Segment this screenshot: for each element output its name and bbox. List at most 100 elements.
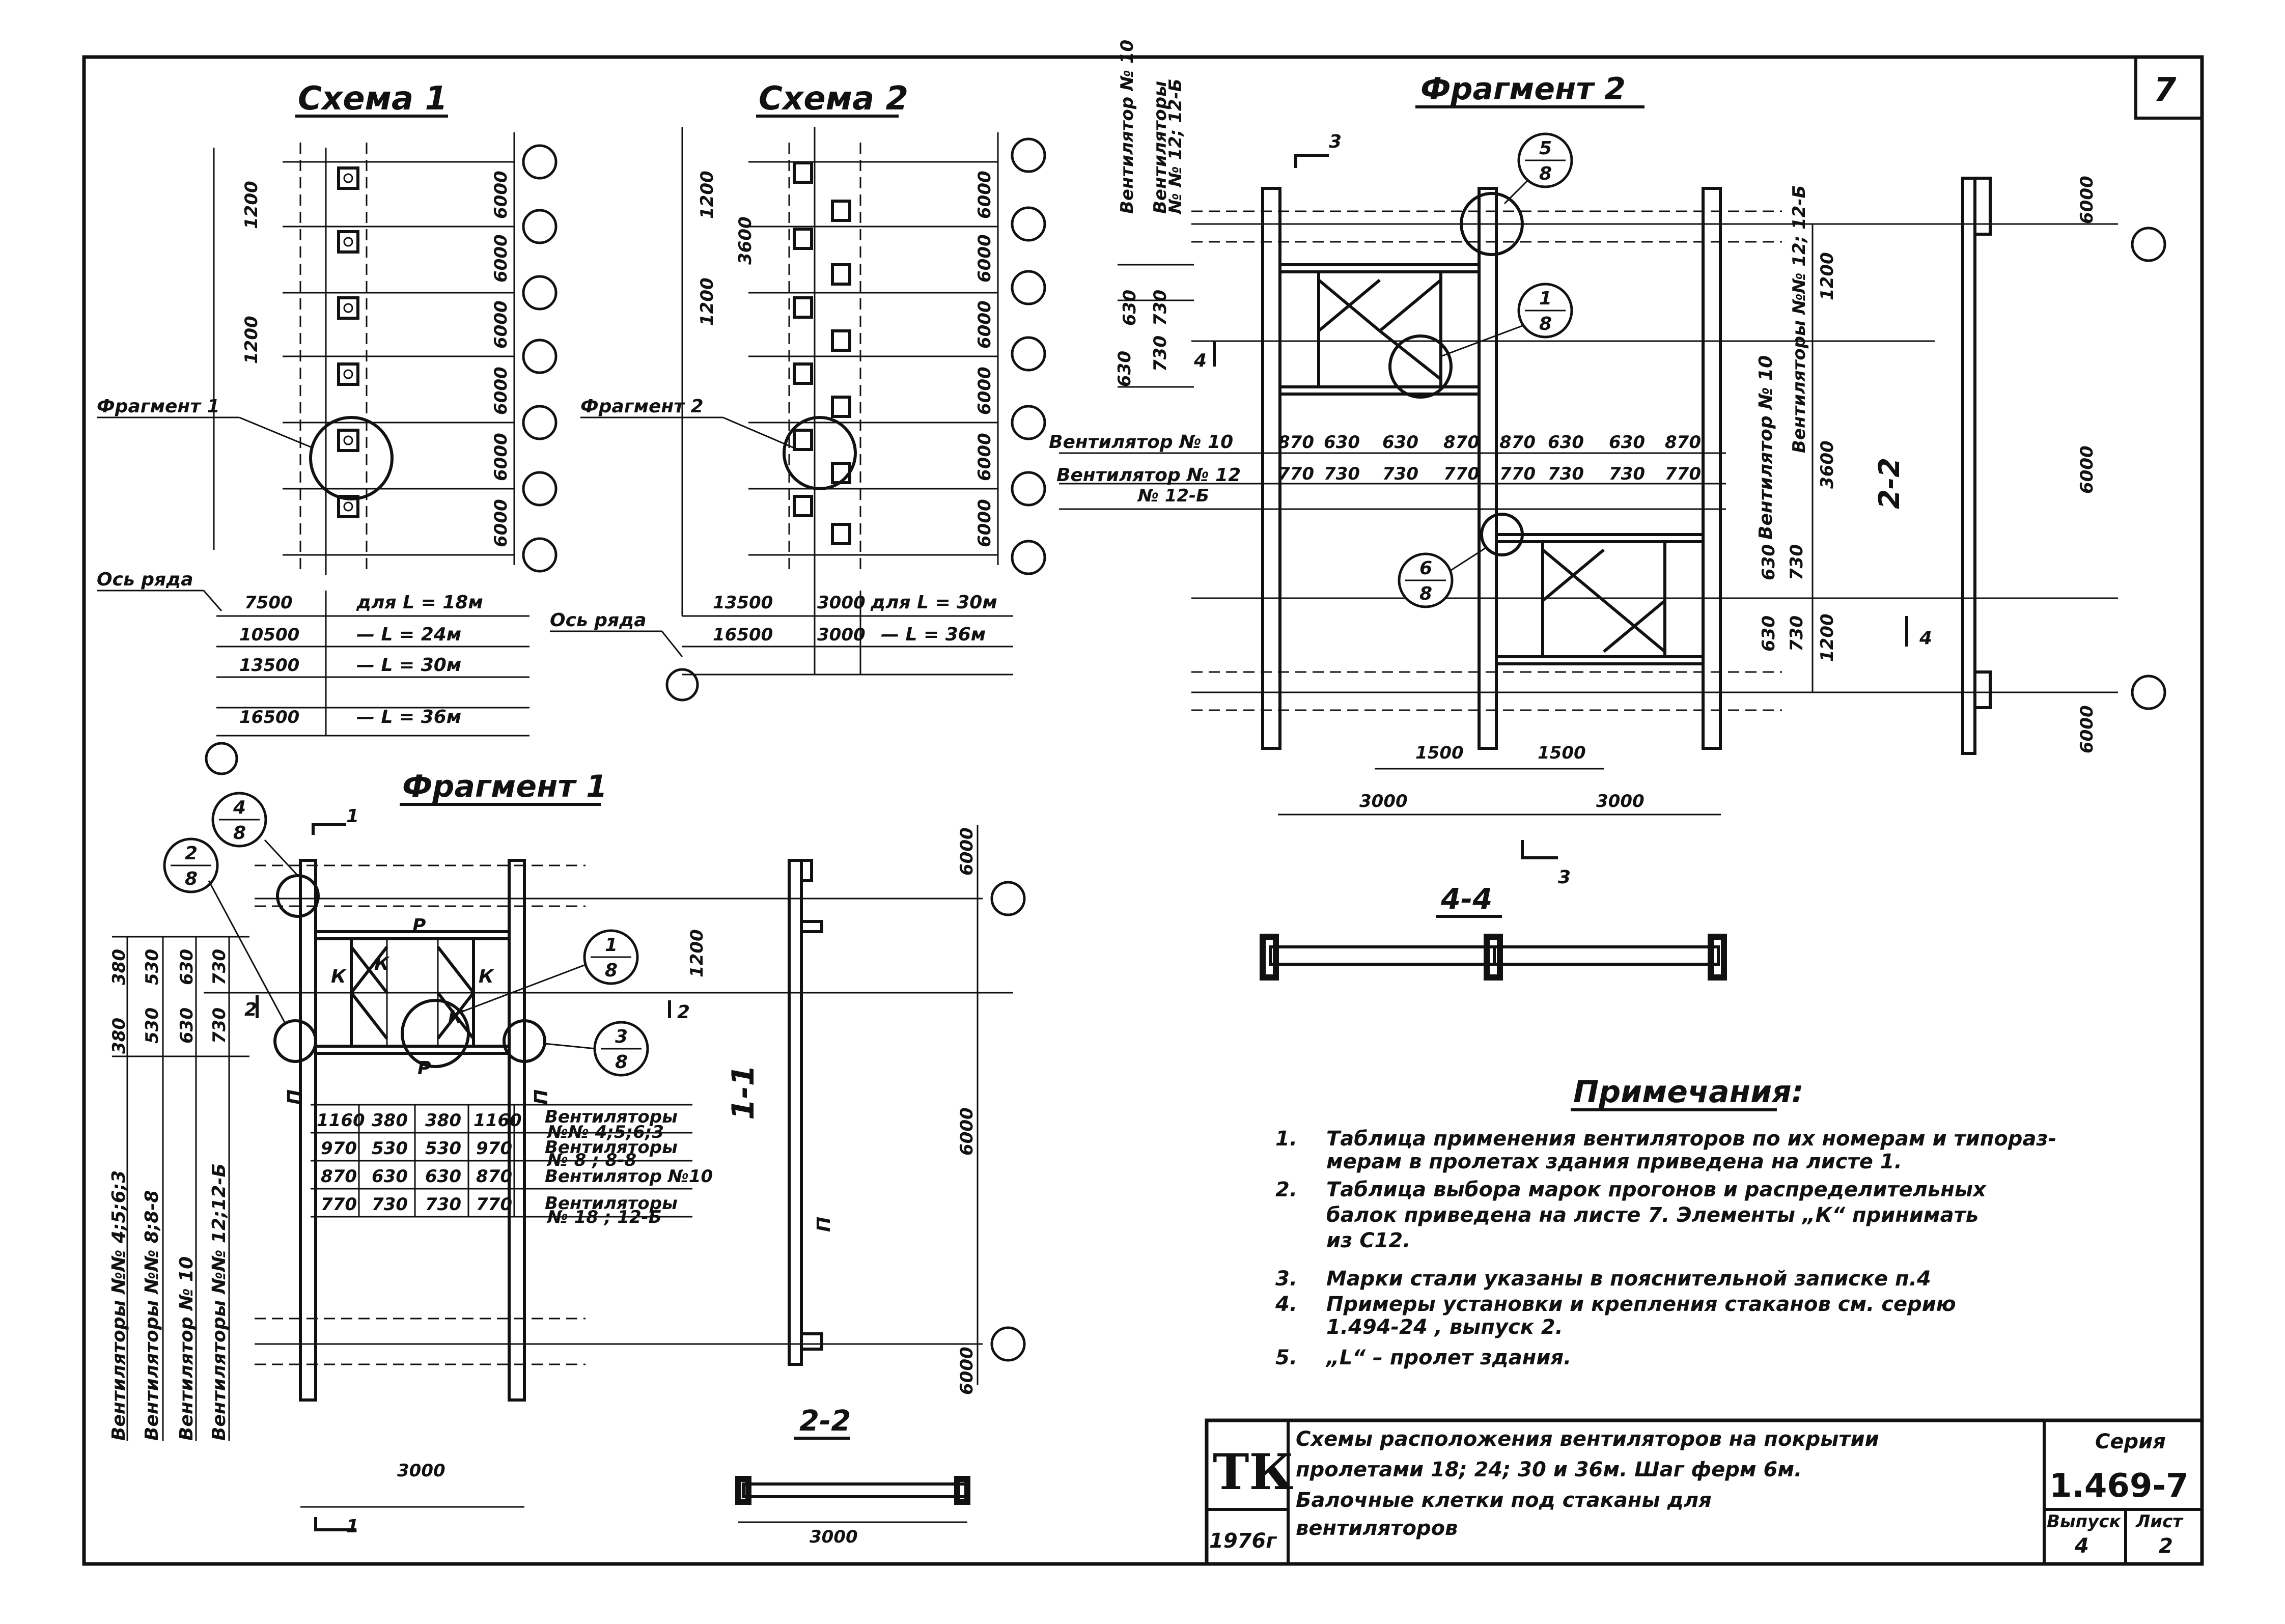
table-cell: 770: [1278, 464, 1314, 484]
callout-6-8: 6 8: [1398, 552, 1454, 608]
table-cell: 630: [1324, 432, 1360, 453]
fragment-2-title: Фрагмент 2: [1420, 71, 1626, 107]
section-mark: 2: [244, 999, 257, 1020]
fragment-1-left-dims: 380 380 530 530 630 630 730 730 Вентилят…: [108, 936, 249, 1441]
table-cell: 970: [476, 1138, 512, 1159]
row-label-sub: № 12-Б: [1137, 486, 1209, 506]
dim-label: 6000: [491, 300, 511, 349]
dim-label: 6000: [974, 234, 995, 283]
table-row-sub: № 18 ; 12-Б: [546, 1207, 662, 1227]
scheme-2-span-table: 13500 3000 для L = 30м 16500 3000 — L = …: [682, 591, 1013, 676]
section-mark: 4: [1193, 350, 1207, 371]
scheme-1-span-table: 7500 для L = 18м 10500 — L = 24м 13500 —…: [216, 591, 530, 737]
span-text: — L = 24м: [356, 624, 461, 645]
table-cell: 630: [1548, 432, 1584, 453]
dim-label: 6000: [957, 827, 977, 876]
table-cell: 530: [372, 1138, 408, 1159]
section-4-4: 4-4: [1260, 883, 1727, 981]
mark-k: К: [479, 966, 494, 987]
span-dim: 10500: [239, 625, 299, 645]
dim-label: 6000: [491, 433, 511, 481]
sheet-number: 7: [2154, 71, 2177, 109]
callout-num: 6: [1419, 558, 1432, 579]
callout-5-8: 5 8: [1517, 132, 1573, 188]
table-cell: 870: [1665, 432, 1701, 453]
fan-label-vertical: Вентилятор № 10: [1117, 40, 1137, 214]
dim-label: 630: [1759, 544, 1779, 580]
fragment-1: Фрагмент 1 P P К К К К П П П: [108, 769, 1026, 1547]
dim-label: 1200: [241, 316, 262, 364]
span-dim: 16500: [713, 625, 773, 645]
table-cell: 770: [321, 1194, 357, 1215]
table-cell: 730: [1382, 464, 1418, 484]
table-row-label: Вентилятор №10: [545, 1166, 713, 1187]
dim-label: 730: [1150, 335, 1171, 372]
note-number: 2.: [1275, 1178, 1297, 1201]
section-mark: 2: [677, 1002, 690, 1023]
dim-label: 730: [1787, 615, 1807, 652]
stamp-year: 1976г: [1209, 1529, 1277, 1553]
dim-label: 730: [209, 1007, 230, 1044]
scheme-2-title: Схема 2: [759, 80, 908, 118]
callout-4-8: 4 8: [211, 792, 267, 848]
table-cell: 630: [1382, 432, 1418, 453]
fragment-1-title: Фрагмент 1: [402, 769, 607, 804]
span-dim: 3000: [817, 593, 866, 613]
dim-label: 1200: [687, 929, 707, 977]
note-line: 1.494-24 , выпуск 2.: [1326, 1315, 1563, 1339]
fan-label-vertical: Вентиляторы №№ 4;5;6;3: [108, 1170, 129, 1441]
callout-num: 3: [615, 1026, 628, 1047]
note-line: „L“ – пролет здания.: [1325, 1346, 1571, 1369]
dim-label: 380: [109, 1018, 129, 1054]
dim-label: 1200: [241, 181, 262, 229]
callout-num: 4: [233, 797, 246, 818]
table-row-label: Вентиляторы: [545, 1193, 678, 1214]
dim-label: 630: [1120, 290, 1140, 326]
mark-n: П: [531, 1089, 552, 1105]
dim-label: 1200: [1817, 613, 1837, 662]
table-cell: 870: [1278, 432, 1314, 453]
dim-label: 6000: [491, 499, 511, 547]
fragment-2: Фрагмент 2: [1049, 40, 2166, 981]
scheme-1-trusses: [283, 161, 514, 556]
dim-label: 1200: [697, 277, 717, 326]
dim-label: 530: [142, 949, 162, 985]
dim-label: 1200: [1817, 252, 1837, 300]
section-mark: 4: [1919, 628, 1932, 649]
mark-k: К: [374, 954, 390, 974]
row-axis-1: Ось ряда: [97, 569, 193, 590]
callout-den: 8: [233, 823, 246, 844]
note-number: 1.: [1275, 1127, 1297, 1151]
mark-n: П: [814, 1217, 834, 1232]
table-cell: 380: [425, 1110, 461, 1131]
fragment-1-ref: Фрагмент 1: [97, 396, 220, 417]
table-cell: 730: [1548, 464, 1584, 484]
scheme-1-axis-bubbles: [205, 144, 558, 775]
note-line: Таблица выбора марок прогонов и распреде…: [1326, 1178, 1987, 1201]
span-dim: 13500: [713, 593, 773, 613]
table-cell: 630: [425, 1166, 461, 1187]
dim-label: 3000: [810, 1527, 858, 1547]
dim-label: 6000: [2077, 176, 2097, 224]
table-row-label: Вентиляторы: [545, 1107, 678, 1127]
span-dim: 16500: [239, 707, 299, 727]
table-cell: 870: [1443, 432, 1480, 453]
table-cell: 770: [476, 1194, 512, 1215]
table-cell: 630: [1609, 432, 1645, 453]
dim-label: 730: [1787, 544, 1807, 580]
fragment-1-dim-table: 1160 380 380 1160 Вентиляторы №№ 4;5;6;3…: [311, 1104, 713, 1227]
dim-label: 1500: [1538, 743, 1586, 763]
dim-label: 630: [1759, 615, 1779, 652]
dim-label: 3000: [1359, 791, 1408, 811]
sheet-border: [82, 55, 2204, 1566]
table-cell: 630: [372, 1166, 408, 1187]
table-cell: 770: [1443, 464, 1480, 484]
issue-value: 4: [2074, 1534, 2089, 1558]
dim-label: 6000: [974, 171, 995, 219]
mark-k: К: [331, 966, 347, 987]
dim-label: 6000: [957, 1107, 977, 1156]
section-1-1: 1-1 2-2 3000: [726, 859, 970, 1547]
table-row-label: Вентиляторы: [545, 1137, 678, 1158]
note-line: Примеры установки и крепления стаканов с…: [1326, 1293, 1956, 1316]
